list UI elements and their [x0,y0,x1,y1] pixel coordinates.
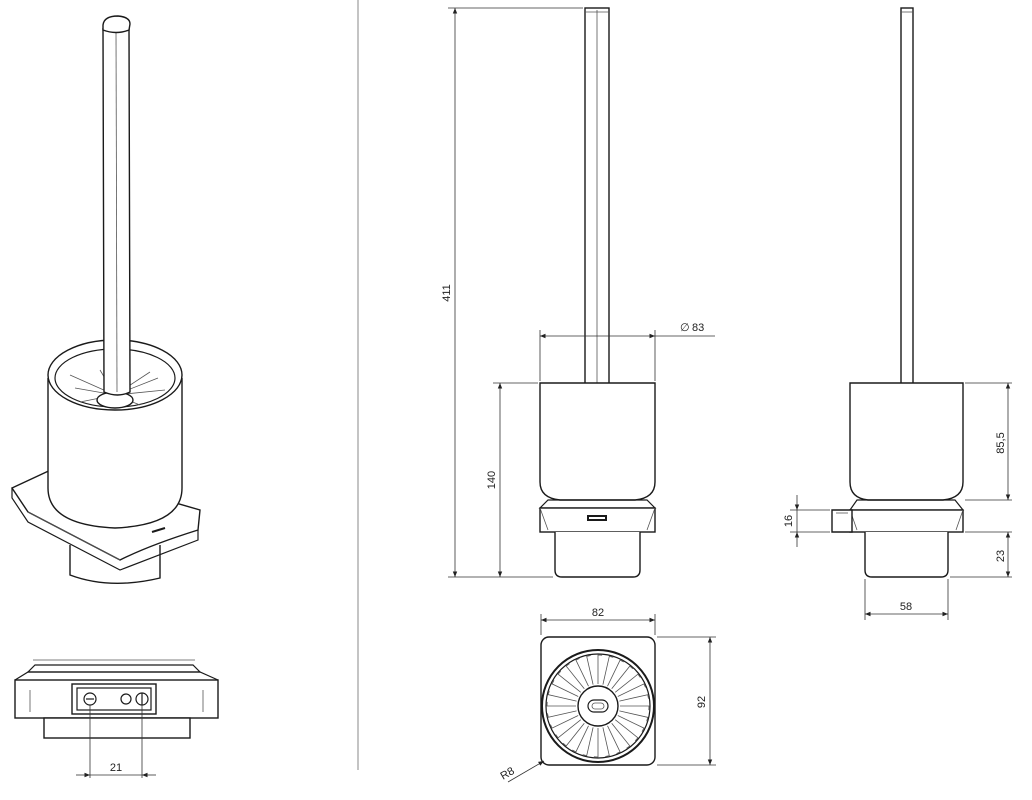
dim-cup-height: 85,5 [995,432,1007,453]
bristle-spoke [593,728,599,758]
dim-base-diameter: 58 [900,601,912,613]
bristle-spoke [617,683,646,697]
bristle-spoke [551,680,579,697]
side-elevation: 85,5 23 16 58 [783,7,1012,620]
bristle-spoke [586,655,594,685]
bristle-spoke [614,673,641,693]
top-view: 82 92 R8 [499,607,716,783]
bristle-spoke [602,655,614,685]
bristle-spoke [557,670,582,693]
bristle-spoke [565,663,585,690]
dim-diameter: 83 [692,322,704,334]
bristle-spoke [602,727,610,757]
bristle-spoke [572,725,589,753]
bristle-spoke [620,705,650,711]
bristle-spoke [619,694,649,702]
bristle-spoke [607,659,624,687]
bristle-spoke [555,719,582,739]
dim-width: 82 [592,607,604,619]
bristle-spoke [547,690,577,702]
bristle-spoke [611,722,631,749]
bristle-spoke [575,658,589,687]
dim-bracket-height: 16 [783,515,795,527]
dim-total-height: 411 [441,284,453,302]
screw-icon [120,693,132,705]
isometric-view [10,15,201,584]
bristle-spoke [617,715,645,732]
bristle-spoke [546,701,576,707]
bristle-spoke [562,722,585,747]
bristle-spoke [550,715,579,729]
dim-depth: 92 [696,696,708,708]
bristle-spoke [611,665,634,690]
front-elevation: 411 140 ∅ 83 [441,7,715,578]
dim-holder-height: 140 [486,471,498,489]
dim-radius: R8 [499,765,517,782]
dim-bracket-offset: 23 [995,550,1007,562]
dim-screw-spacing: 21 [110,762,122,774]
bristle-spoke [614,719,639,742]
diameter-symbol: ∅ [680,322,690,334]
bristle-spoke [597,654,603,684]
bristle-spoke [547,710,577,718]
bristle-spoke [619,710,649,722]
bracket-front-view: 21 [14,659,219,778]
bristle-spoke [582,727,594,757]
bristle-spoke [607,725,621,754]
